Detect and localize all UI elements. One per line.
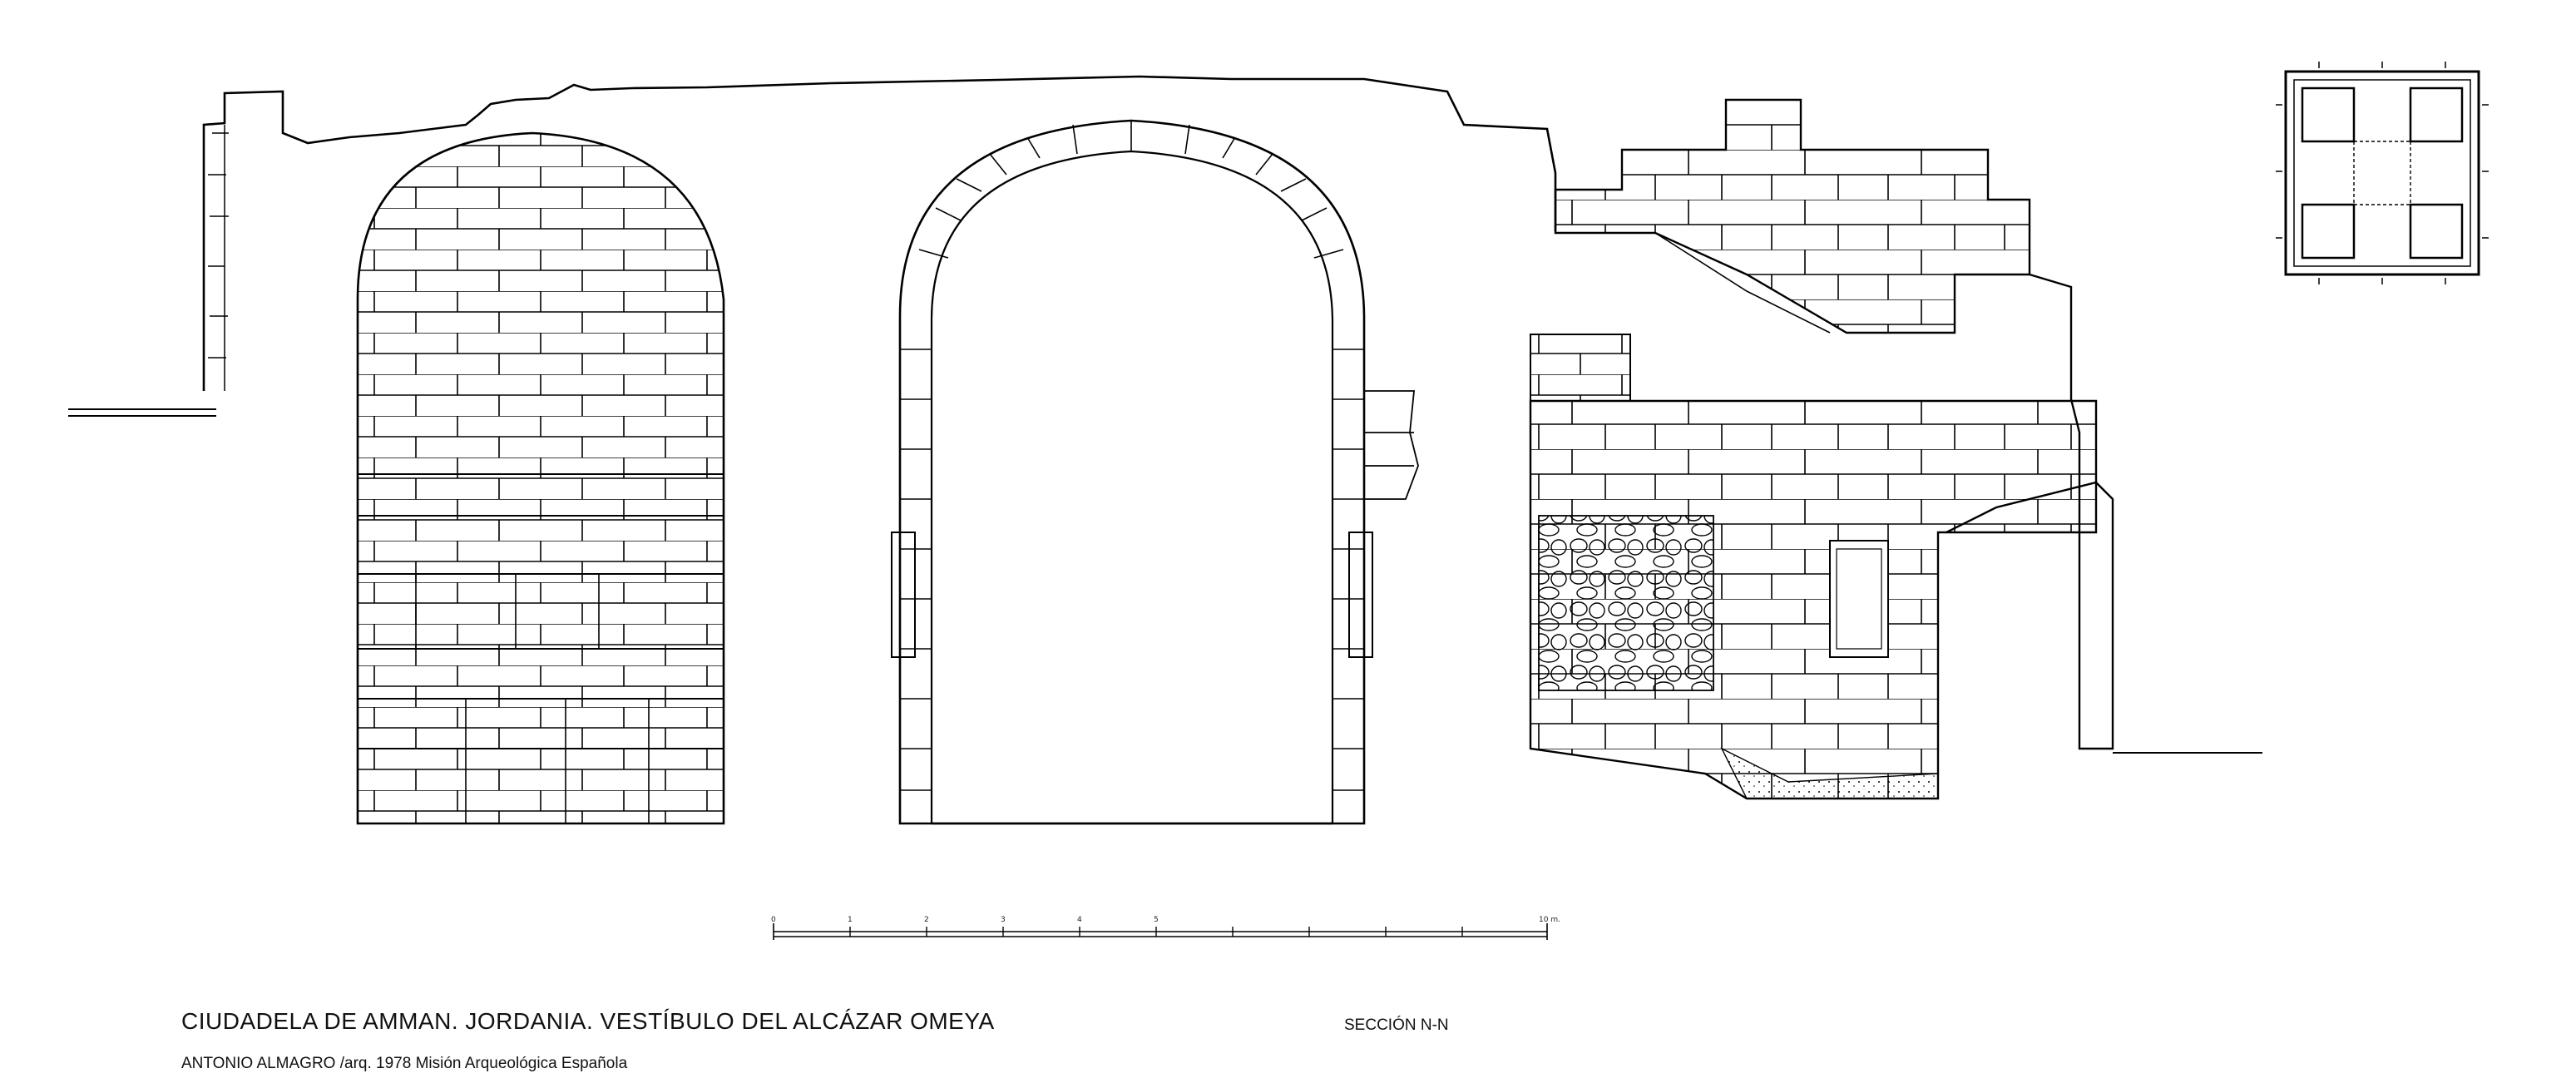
central-open-arch xyxy=(891,119,1419,825)
impost-right xyxy=(1348,532,1373,658)
upper-right-masonry xyxy=(1554,98,2031,334)
jamb-joints xyxy=(900,349,1364,791)
scale-tick-label: 10 m. xyxy=(1539,916,1560,924)
left-blocked-arch xyxy=(356,131,725,825)
scale-tick-label: 0 xyxy=(771,916,776,924)
broken-wall-right-of-arch xyxy=(1364,390,1419,500)
left-pillar-joints xyxy=(208,125,229,391)
scale-tick-label: 5 xyxy=(1154,916,1159,924)
ground-line-left xyxy=(68,408,216,417)
voussoir-joints xyxy=(918,121,1344,259)
drawing-title: CIUDADELA DE AMMAN. JORDANIA. VESTÍBULO … xyxy=(181,1008,995,1034)
key-plan xyxy=(2276,62,2489,284)
scale-tick-label: 1 xyxy=(848,916,853,924)
scale-tick-label: 3 xyxy=(1001,916,1006,924)
scale-tick-label: 4 xyxy=(1077,916,1082,924)
drawing-credit: ANTONIO ALMAGRO /arq. 1978 Misión Arqueo… xyxy=(181,1055,628,1072)
scale-tick-label: 2 xyxy=(924,916,929,924)
right-section-wall xyxy=(1529,334,2098,800)
scale-bar: 0 1 2 3 4 5 10 m. xyxy=(771,916,1560,940)
section-label: SECCIÓN N-N xyxy=(1344,1016,1449,1034)
roof-outline xyxy=(202,75,1557,391)
impost-left xyxy=(891,532,916,658)
